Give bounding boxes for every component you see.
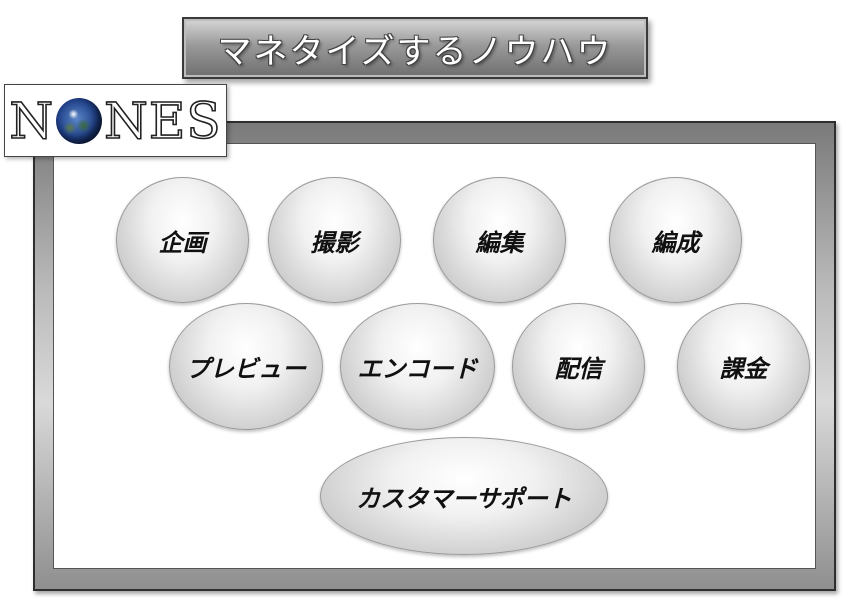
step-label: 編成: [651, 228, 700, 257]
step-distribution: 配信: [512, 303, 645, 430]
step-label: エンコード: [357, 355, 478, 383]
step-label: プレビュー: [186, 355, 306, 383]
title-banner: マネタイズするノウハウ: [182, 17, 648, 79]
logo-letter-n: N: [9, 91, 55, 150]
diagram-title: マネタイズするノウハウ: [217, 31, 613, 72]
step-encode: エンコード: [340, 303, 495, 430]
step-label: 配信: [554, 355, 603, 383]
step-compilation: 編成: [609, 177, 742, 303]
step-shooting: 撮影: [268, 177, 401, 303]
step-label: カスタマーサポート: [356, 484, 572, 513]
nones-logo: N NES: [4, 84, 227, 157]
step-customer-support: カスタマーサポート: [320, 437, 608, 555]
step-label: 企画: [158, 228, 207, 257]
globe-icon: [56, 97, 103, 144]
step-billing: 課金: [677, 303, 810, 430]
logo-wordmark: N NES: [9, 91, 222, 150]
step-planning: 企画: [116, 177, 249, 303]
step-editing: 編集: [433, 177, 566, 303]
step-label: 課金: [719, 355, 768, 383]
logo-letters-nes: NES: [103, 91, 222, 150]
step-label: 撮影: [310, 228, 359, 257]
step-label: 編集: [475, 228, 524, 257]
step-preview: プレビュー: [169, 303, 323, 430]
